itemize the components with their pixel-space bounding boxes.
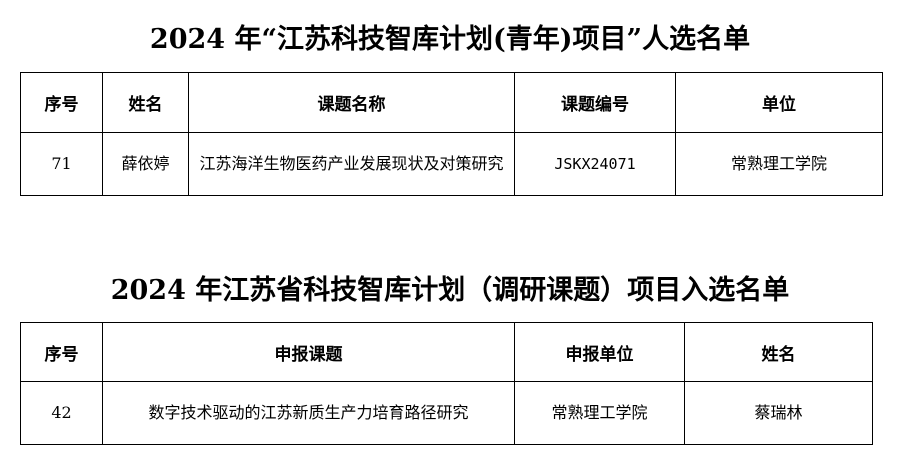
header-name: 姓名 (102, 72, 189, 133)
cell-serial: 42 (20, 381, 103, 445)
cell-topic: 数字技术驱动的江苏新质生产力培育路径研究 (102, 381, 515, 445)
cell-name: 薛依婷 (102, 132, 189, 196)
section2-title: 2024 年江苏省科技智库计划（调研课题）项目入选名单 (110, 275, 790, 306)
cell-topic: 江苏海洋生物医药产业发展现状及对策研究 (188, 132, 515, 196)
header-code: 课题编号 (514, 72, 676, 133)
header-unit: 申报单位 (514, 322, 685, 382)
table-row: 71 薛依婷 江苏海洋生物医药产业发展现状及对策研究 JSKX24071 常熟理… (20, 132, 883, 196)
youth-project-table: 序号 姓名 课题名称 课题编号 单位 71 薛依婷 江苏海洋生物医药产业发展现状… (20, 72, 883, 196)
table-header-row: 序号 申报课题 申报单位 姓名 (20, 322, 873, 382)
cell-unit: 常熟理工学院 (675, 132, 883, 196)
cell-unit: 常熟理工学院 (514, 381, 685, 445)
header-topic: 申报课题 (102, 322, 515, 382)
cell-name: 蔡瑞林 (684, 381, 873, 445)
research-project-table: 序号 申报课题 申报单位 姓名 42 数字技术驱动的江苏新质生产力培育路径研究 … (20, 322, 873, 445)
cell-code: JSKX24071 (514, 132, 676, 196)
header-name: 姓名 (684, 322, 873, 382)
header-topic: 课题名称 (188, 72, 515, 133)
table-header-row: 序号 姓名 课题名称 课题编号 单位 (20, 72, 883, 133)
cell-serial: 71 (20, 132, 103, 196)
header-serial: 序号 (20, 322, 103, 382)
table-row: 42 数字技术驱动的江苏新质生产力培育路径研究 常熟理工学院 蔡瑞林 (20, 381, 873, 445)
header-serial: 序号 (20, 72, 103, 133)
header-unit: 单位 (675, 72, 883, 133)
section1-title: 2024 年“江苏科技智库计划(青年)项目”人选名单 (149, 24, 751, 55)
